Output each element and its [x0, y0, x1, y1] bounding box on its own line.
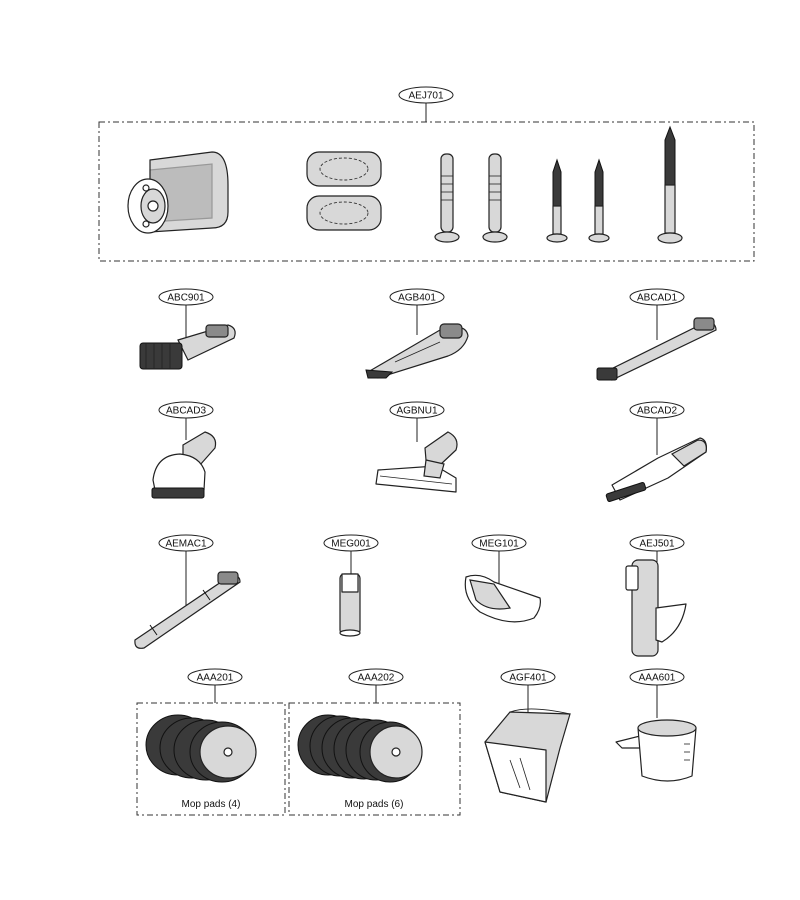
meg001-part — [339, 573, 361, 637]
mop-pads-4-box — [136, 702, 286, 816]
callout-meg101: MEG101 — [471, 534, 527, 585]
screw-5 — [657, 125, 683, 244]
aemac1-part — [134, 571, 241, 649]
caption-mop-pads-6: Mop pads (6) — [345, 799, 404, 810]
callout-abcad2: ABCAD2 — [629, 401, 685, 455]
screw-3 — [546, 158, 568, 243]
abcad1-part — [596, 317, 717, 381]
mop-pads-6-box — [288, 702, 461, 816]
callout-aej501: AEJ501 — [629, 534, 685, 562]
meg101-part — [464, 574, 541, 623]
callout-aemac1: AEMAC1 — [158, 534, 214, 608]
label-abcad1: ABCAD1 — [637, 293, 677, 304]
callout-agb401: AGB401 — [389, 288, 445, 335]
callout-aaa202: AAA202 — [348, 668, 404, 703]
caption-mop-pads-4: Mop pads (4) — [182, 799, 241, 810]
label-abcad3: ABCAD3 — [166, 406, 206, 417]
screw-2 — [482, 153, 508, 243]
agb401-part — [365, 323, 469, 379]
pad-top — [306, 151, 382, 187]
aaa601-part — [615, 719, 697, 782]
callout-meg001: MEG001 — [323, 534, 379, 578]
callout-agbnu1: AGBNU1 — [389, 401, 445, 442]
callout-aej701: AEJ701 — [398, 86, 454, 122]
label-abc901: ABC901 — [167, 293, 205, 304]
mop-pads-4-part — [145, 714, 257, 783]
agbnu1-part — [375, 431, 458, 493]
label-meg101: MEG101 — [479, 539, 519, 550]
abcad2-part — [605, 437, 707, 502]
pad-bottom — [306, 195, 382, 231]
screw-1 — [434, 153, 460, 243]
label-meg001: MEG001 — [331, 539, 371, 550]
label-aej501: AEJ501 — [639, 539, 674, 550]
callout-aaa201: AAA201 — [187, 668, 243, 703]
joint-part — [127, 151, 229, 234]
label-aaa202: AAA202 — [358, 673, 395, 684]
callout-aaa601: AAA601 — [629, 668, 685, 718]
abc901-part — [139, 324, 236, 370]
callout-agf401: AGF401 — [500, 668, 556, 712]
label-aej701: AEJ701 — [408, 91, 443, 102]
label-agbnu1: AGBNU1 — [396, 406, 438, 417]
callout-abc901: ABC901 — [158, 288, 214, 340]
aej701-group-box — [98, 121, 755, 262]
screw-4 — [588, 158, 610, 243]
label-abcad2: ABCAD2 — [637, 406, 677, 417]
label-aaa601: AAA601 — [639, 673, 676, 684]
abcad3-part — [151, 431, 217, 499]
label-agb401: AGB401 — [398, 293, 436, 304]
label-aemac1: AEMAC1 — [165, 539, 207, 550]
aej501-part — [625, 559, 687, 657]
callout-abcad1: ABCAD1 — [629, 288, 685, 340]
label-agf401: AGF401 — [509, 673, 547, 684]
agf401-part — [484, 708, 571, 803]
label-aaa201: AAA201 — [197, 673, 234, 684]
callout-abcad3: ABCAD3 — [158, 401, 214, 440]
mop-pads-6-part — [297, 714, 423, 783]
